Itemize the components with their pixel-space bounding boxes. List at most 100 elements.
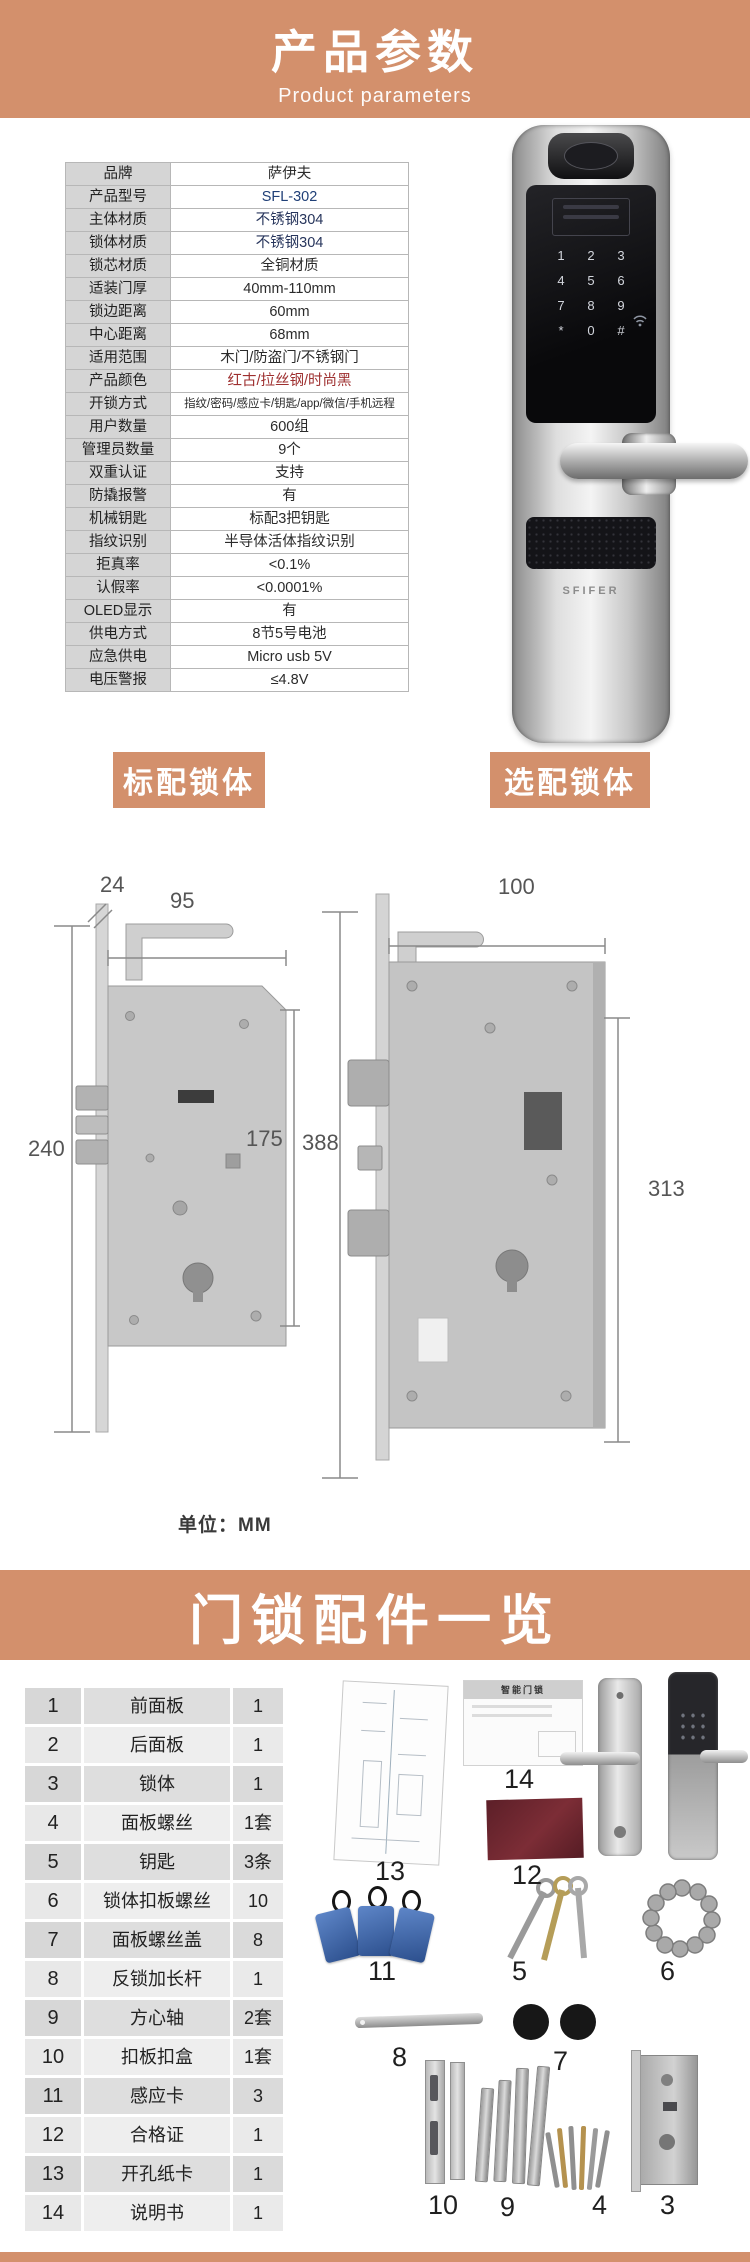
accessory-quantity: 1 xyxy=(233,2117,283,2153)
accessory-number: 11 xyxy=(25,2078,81,2114)
front-panel-handle xyxy=(560,1752,640,1765)
spec-row: 认假率 <0.0001% xyxy=(66,577,408,600)
spec-row: 管理员数量 9个 xyxy=(66,439,408,462)
spec-value: <0.1% xyxy=(268,557,311,573)
part-label-12: 12 xyxy=(512,1860,543,1890)
keypad-key: 2 xyxy=(587,248,595,263)
accessory-quantity: 1 xyxy=(233,1766,283,1802)
spec-value: 68mm xyxy=(269,327,310,343)
accessory-quantity: 3条 xyxy=(233,1844,283,1880)
accessory-row: 4 面板螺丝 1套 xyxy=(25,1805,283,1841)
spec-value: 不锈钢304 xyxy=(255,235,324,251)
spec-value: 全铜材质 xyxy=(260,258,319,274)
spec-label: 开锁方式 xyxy=(66,393,171,415)
part-label-7: 7 xyxy=(553,2046,569,2076)
spec-row: 中心距离 68mm xyxy=(66,324,408,347)
fingerprint-sensor xyxy=(548,133,634,179)
accessory-number: 12 xyxy=(25,2117,81,2153)
part-label-10: 10 xyxy=(428,2190,459,2220)
spec-row: 锁芯材质 全铜材质 xyxy=(66,255,408,278)
accessory-row: 10 扣板扣盒 1套 xyxy=(25,2039,283,2075)
accessory-number: 13 xyxy=(25,2156,81,2192)
accessory-name: 面板螺丝盖 xyxy=(84,1922,230,1958)
accessory-quantity: 1 xyxy=(233,2195,283,2231)
spec-value: 有 xyxy=(282,603,297,619)
lock-touch-panel: 1 2 3 4 5 6 7 8 9 * 0 # xyxy=(526,185,656,423)
spec-label: 适用范围 xyxy=(66,347,171,369)
spec-row: 适用范围 木门/防盗门/不锈钢门 xyxy=(66,347,408,370)
part-label-4: 4 xyxy=(592,2190,608,2220)
spec-row: 主体材质 不锈钢304 xyxy=(66,209,408,232)
spec-label: 适装门厚 xyxy=(66,278,171,300)
accessory-row: 12 合格证 1 xyxy=(25,2117,283,2153)
wifi-icon xyxy=(632,313,648,332)
unit-label: 单位：MM xyxy=(178,1515,272,1536)
keypad-key: 5 xyxy=(587,273,595,288)
lock-handle xyxy=(560,443,748,479)
spec-value: 9个 xyxy=(278,442,301,458)
spec-row: 防撬报警 有 xyxy=(66,485,408,508)
spec-row: 产品颜色 红古/拉丝钢/时尚黑 xyxy=(66,370,408,393)
accessory-row: 14 说明书 1 xyxy=(25,2195,283,2231)
spec-row: 品牌 萨伊夫 xyxy=(66,163,408,186)
dim-label-24: 24 xyxy=(100,872,125,897)
part-label-14: 14 xyxy=(504,1764,535,1794)
spec-label: 电压警报 xyxy=(66,669,171,691)
spec-label: 品牌 xyxy=(66,163,171,185)
accessory-number: 2 xyxy=(25,1727,81,1763)
spec-value: <0.0001% xyxy=(256,580,323,596)
accessory-quantity: 1 xyxy=(233,1961,283,1997)
spec-row: 电压警报 ≤4.8V xyxy=(66,669,408,692)
spec-row: 指纹识别 半导体活体指纹识别 xyxy=(66,531,408,554)
spec-label: 防撬报警 xyxy=(66,485,171,507)
part-label-13: 13 xyxy=(375,1856,406,1886)
spec-value: 标配3把钥匙 xyxy=(249,511,330,527)
page-subtitle: Product parameters xyxy=(278,85,472,107)
accessory-quantity: 3 xyxy=(233,2078,283,2114)
accessories-table: 1 前面板 1 2 后面板 1 3 锁体 1 4 面板螺丝 1套 5 钥匙 3条… xyxy=(25,1688,283,2234)
accessory-row: 5 钥匙 3条 xyxy=(25,1844,283,1880)
accessory-number: 5 xyxy=(25,1844,81,1880)
accessory-name: 反锁加长杆 xyxy=(84,1961,230,1997)
accessory-name: 锁体扣板螺丝 xyxy=(84,1883,230,1919)
spec-value: 木门/防盗门/不锈钢门 xyxy=(220,350,359,366)
accessory-quantity: 8 xyxy=(233,1922,283,1958)
speaker-grille xyxy=(526,517,656,569)
spec-value: 40mm-110mm xyxy=(243,281,336,297)
dim-label-175: 175 xyxy=(246,1126,283,1151)
accessory-row: 6 锁体扣板螺丝 10 xyxy=(25,1883,283,1919)
accessory-name: 钥匙 xyxy=(84,1844,230,1880)
manual-title: 智能门锁 xyxy=(464,1681,582,1699)
part-certificate xyxy=(486,1797,584,1861)
dim-label-313: 313 xyxy=(648,1176,685,1201)
accessory-row: 11 感应卡 3 xyxy=(25,2078,283,2114)
spec-row: 用户数量 600组 xyxy=(66,416,408,439)
part-spindle xyxy=(474,2087,495,2183)
keypad-key: 1 xyxy=(557,248,565,263)
spec-value: 支持 xyxy=(275,465,304,481)
accessory-name: 后面板 xyxy=(84,1727,230,1763)
part-label-8: 8 xyxy=(392,2042,408,2072)
optional-lockbody-label: 选配锁体 xyxy=(490,752,650,808)
dim-label-240: 240 xyxy=(28,1136,65,1161)
dim-label-388: 388 xyxy=(302,1130,339,1155)
accessory-quantity: 1套 xyxy=(233,1805,283,1841)
spec-label: 机械钥匙 xyxy=(66,508,171,530)
spec-row: 锁体材质 不锈钢304 xyxy=(66,232,408,255)
spec-value: 指纹/密码/感应卡/钥匙/app/微信/手机远程 xyxy=(184,398,395,410)
spec-value: Micro usb 5V xyxy=(247,649,332,665)
accessory-name: 感应卡 xyxy=(84,2078,230,2114)
part-strike-plate xyxy=(425,2060,445,2184)
page-title: 产品参数 xyxy=(271,26,479,78)
spec-label: 双重认证 xyxy=(66,462,171,484)
part-screw-cap xyxy=(513,2004,549,2040)
accessory-quantity: 10 xyxy=(233,1883,283,1919)
spec-label: 认假率 xyxy=(66,577,171,599)
spec-label: 供电方式 xyxy=(66,623,171,645)
part-front-panel xyxy=(598,1678,642,1856)
accessory-number: 10 xyxy=(25,2039,81,2075)
part-spindle xyxy=(493,2079,512,2183)
part-manual: 智能门锁 xyxy=(463,1680,583,1766)
part-label-6: 6 xyxy=(660,1956,676,1986)
accessories-title: 门锁配件一览 xyxy=(189,1590,561,1651)
